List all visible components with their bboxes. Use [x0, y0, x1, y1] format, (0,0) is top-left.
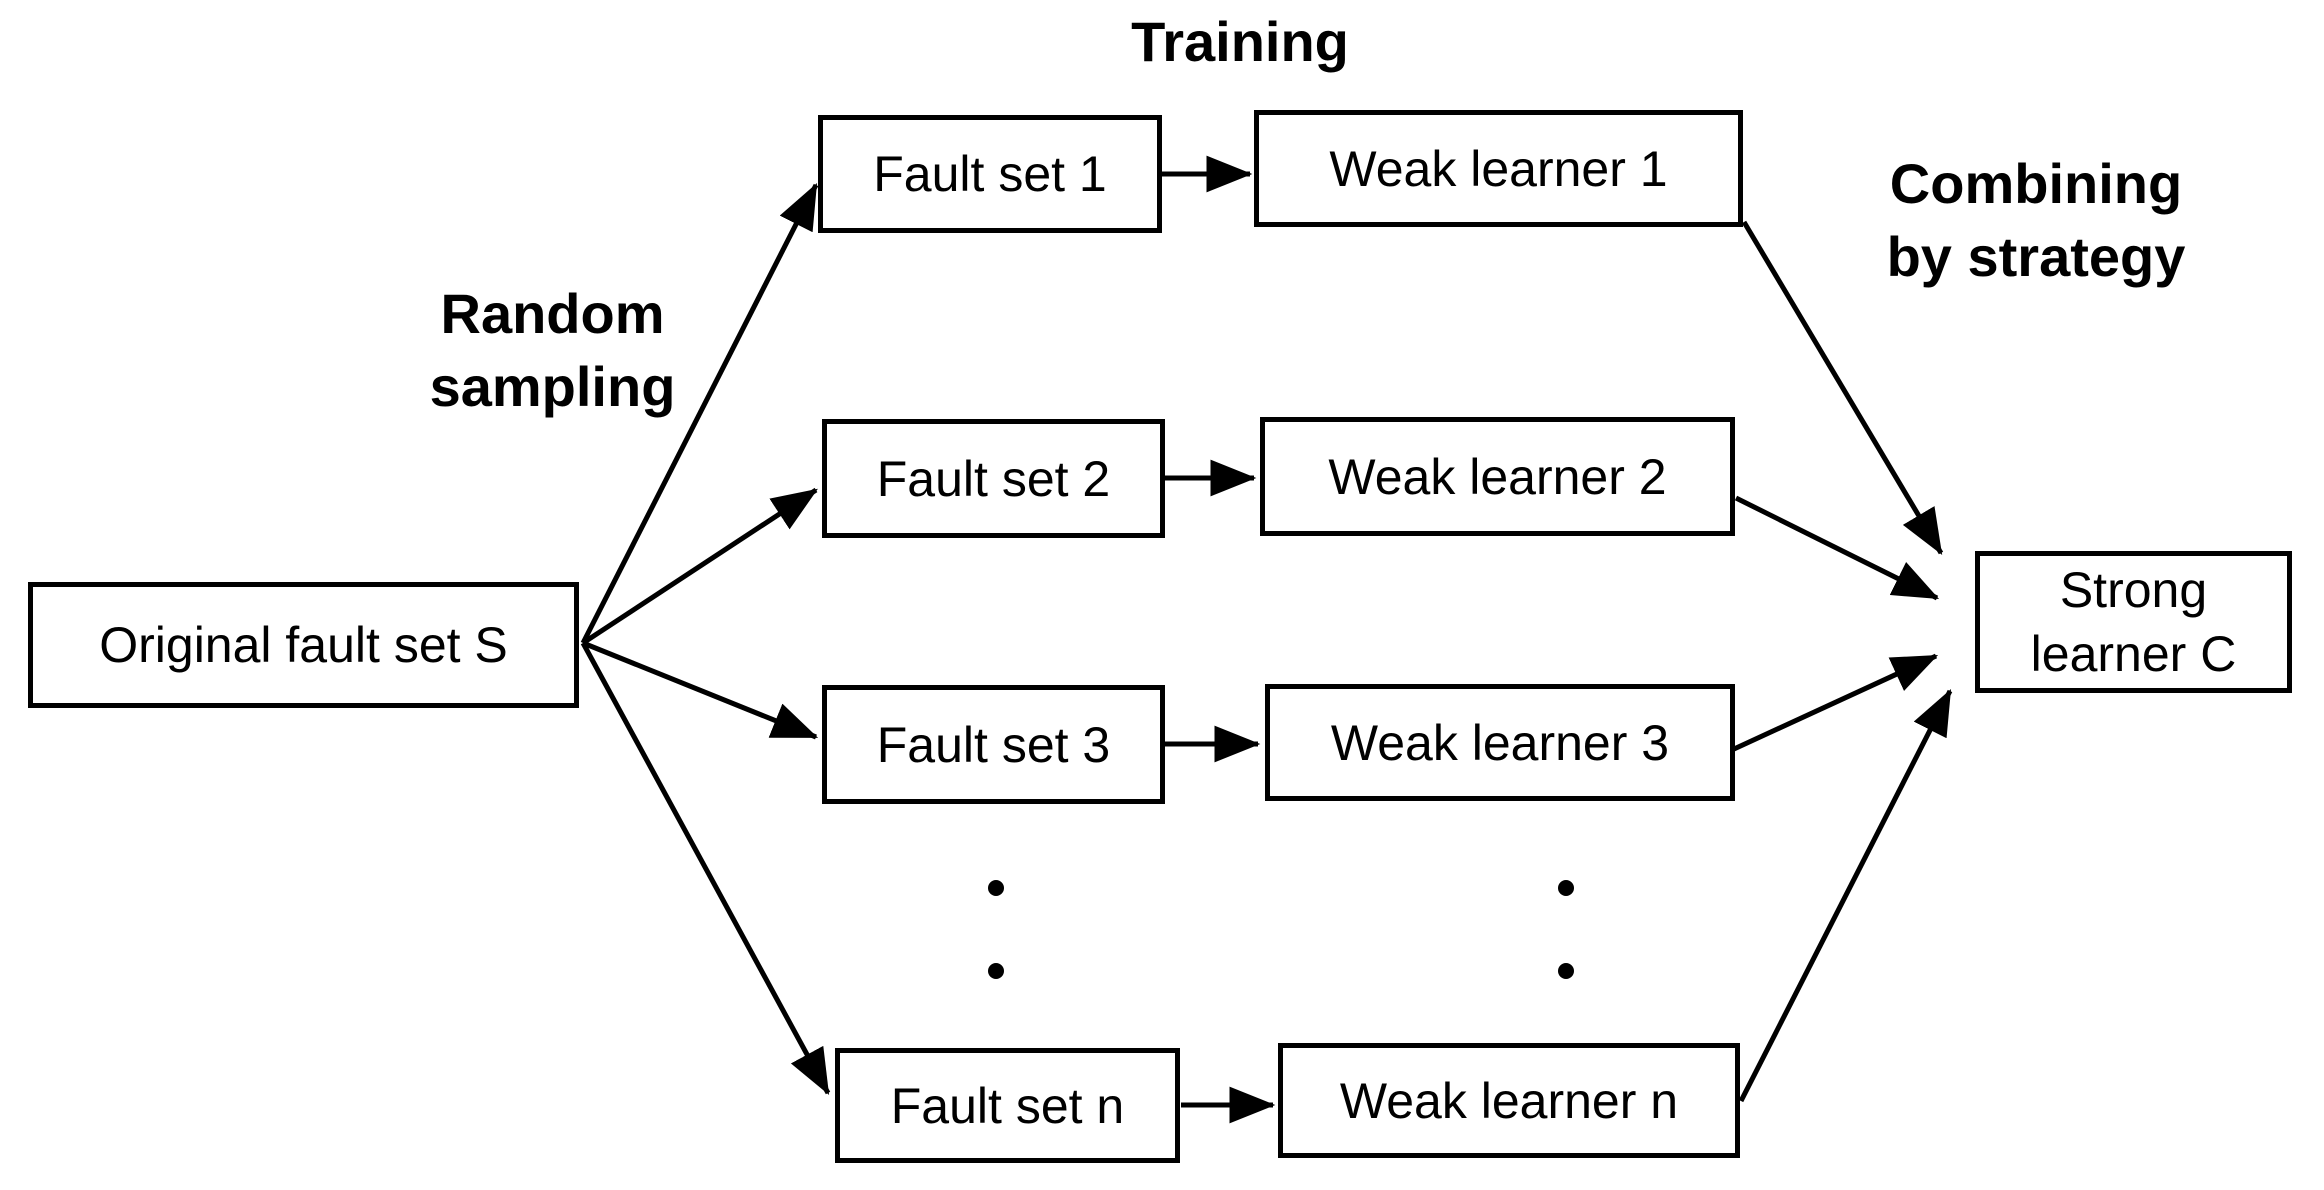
- node-fault-set-n: Fault set n: [835, 1048, 1180, 1163]
- node-original-fault-set: Original fault set S: [28, 582, 579, 708]
- node-weak-learner-1: Weak learner 1: [1254, 110, 1743, 227]
- label-combining-by-strategy: Combining by strategy: [1886, 152, 2186, 288]
- node-fault-set-3: Fault set 3: [822, 685, 1165, 804]
- node-strong-learner-label: Strong learner C: [2030, 562, 2237, 682]
- node-fault-set-1-label: Fault set 1: [873, 146, 1107, 202]
- node-weak-learner-2: Weak learner 2: [1260, 417, 1735, 536]
- node-original-fault-set-label: Original fault set S: [99, 617, 508, 673]
- training-arrows: [1162, 155, 1276, 1124]
- node-fault-set-2-label: Fault set 2: [876, 450, 1111, 507]
- node-fault-set-2: Fault set 2: [822, 419, 1165, 538]
- random-sampling-arrows: [580, 182, 831, 1096]
- label-training: Training: [1131, 10, 1349, 73]
- node-strong-learner: Strong learner C: [1975, 551, 2292, 693]
- node-weak-learner-1-label: Weak learner 1: [1329, 140, 1668, 197]
- node-weak-learner-3-label: Weak learner 3: [1330, 714, 1670, 771]
- node-weak-learner-3: Weak learner 3: [1265, 684, 1735, 801]
- combining-arrows: [1732, 220, 1953, 1103]
- node-fault-set-1: Fault set 1: [818, 115, 1162, 233]
- node-weak-learner-2-label: Weak learner 2: [1328, 448, 1667, 505]
- node-weak-learner-n: Weak learner n: [1278, 1043, 1740, 1158]
- node-fault-set-3-label: Fault set 3: [876, 716, 1111, 773]
- label-random-sampling: Random sampling: [429, 282, 676, 418]
- node-fault-set-n-label: Fault set n: [890, 1077, 1125, 1134]
- node-weak-learner-n-label: Weak learner n: [1339, 1072, 1679, 1129]
- ellipsis-dots: [988, 880, 1574, 979]
